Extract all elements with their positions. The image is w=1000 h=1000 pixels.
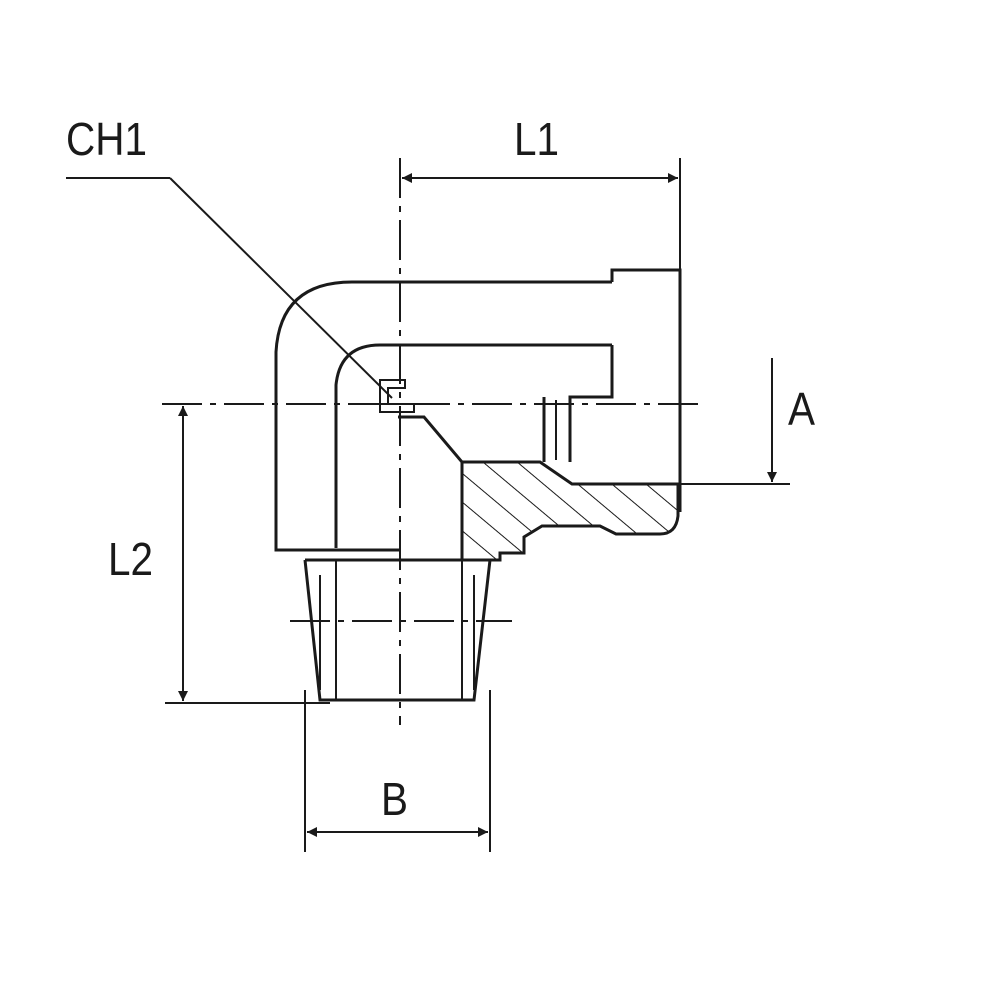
label-a: A [788, 383, 816, 435]
dimension-arrows [178, 173, 777, 837]
label-l2: L2 [108, 533, 154, 585]
extension-lines [66, 158, 790, 852]
label-ch1: CH1 [66, 113, 147, 165]
label-b: B [381, 773, 409, 825]
label-l1: L1 [514, 113, 560, 165]
fitting-body [274, 268, 682, 702]
center-mark-icon [379, 379, 415, 413]
centerlines [162, 158, 700, 725]
hatched-section [460, 460, 680, 562]
